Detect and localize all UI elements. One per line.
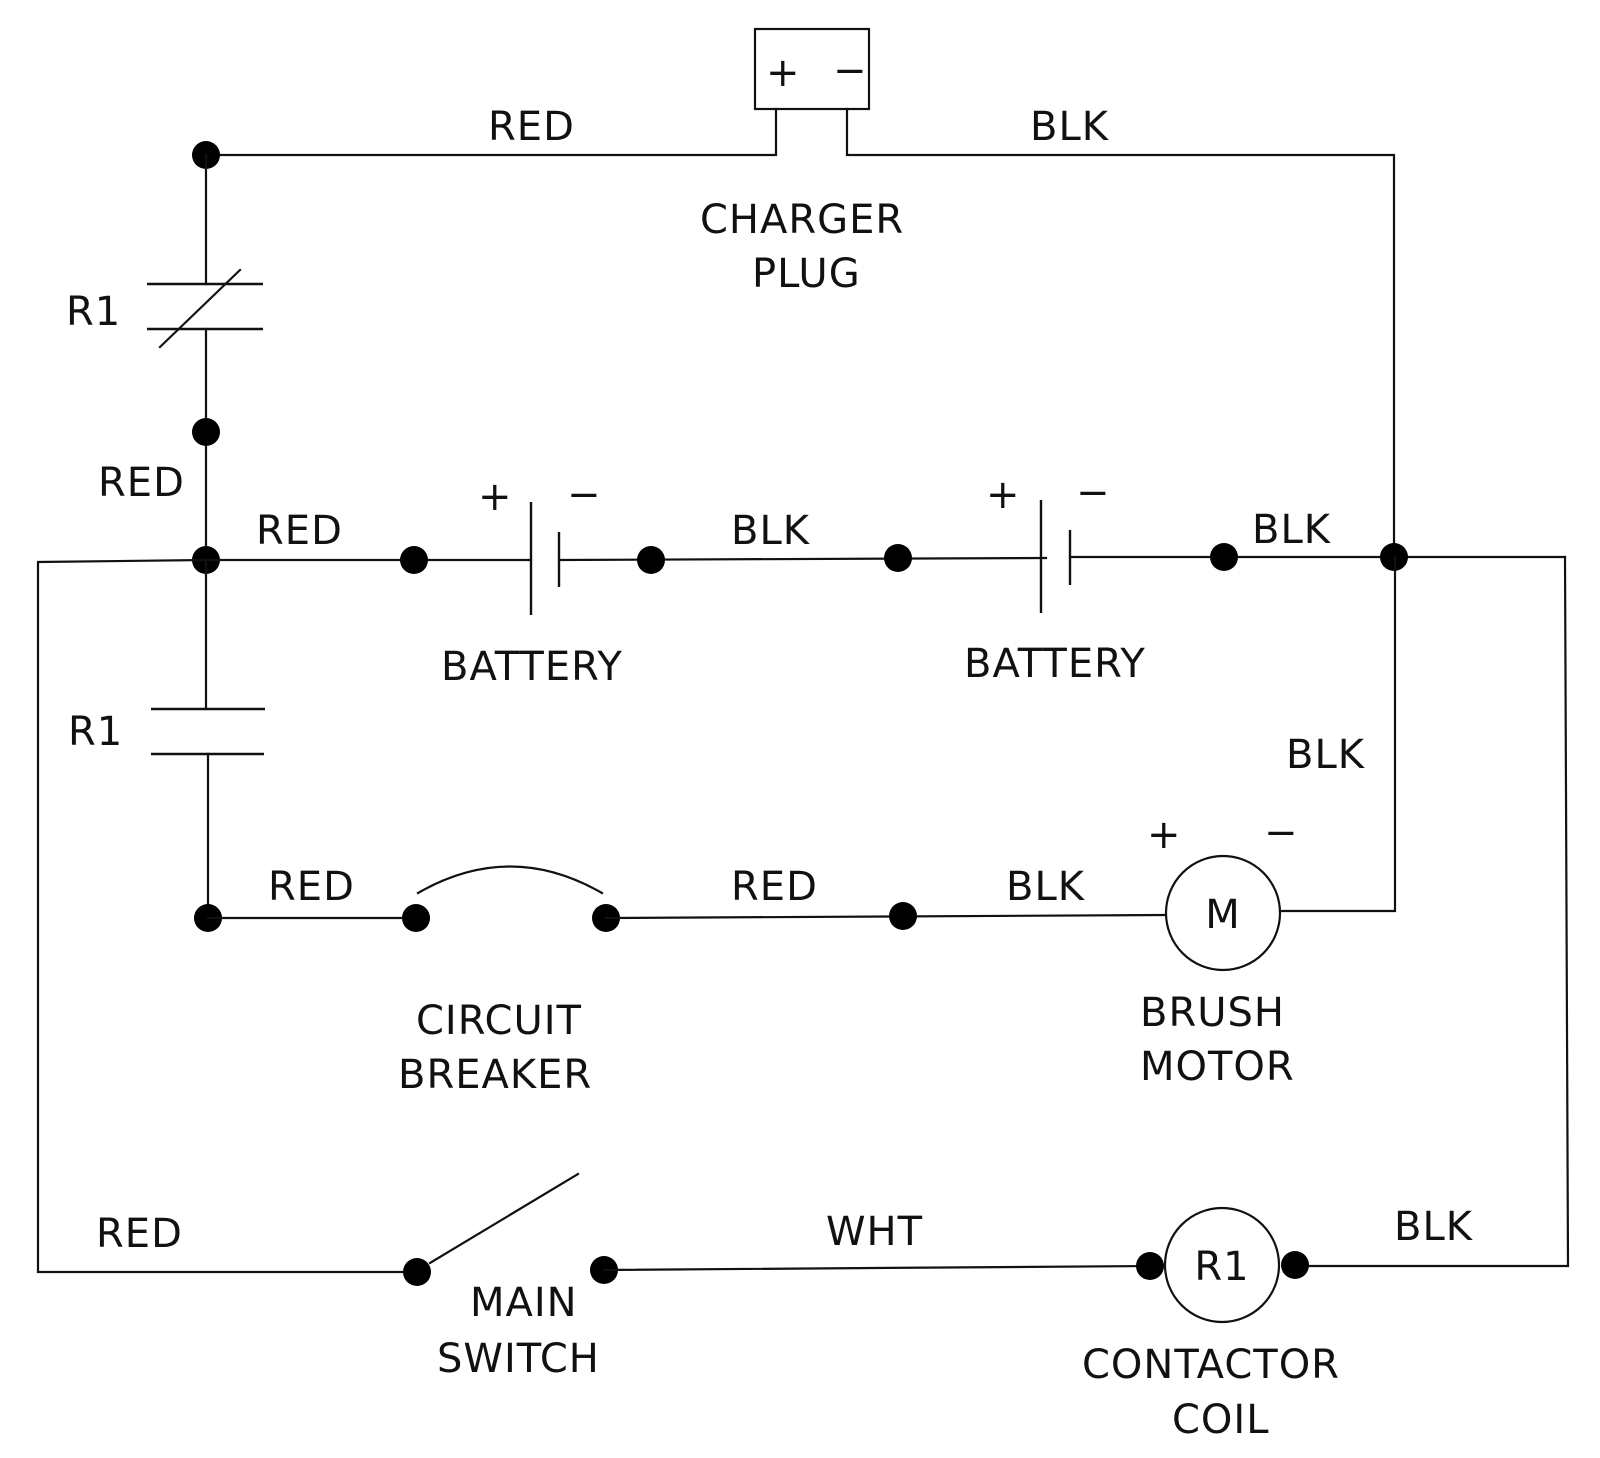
switch-terminal (403, 1258, 431, 1286)
charger-plug-label-line2: PLUG (752, 251, 861, 297)
wire-label-to-motor: BLK (1006, 864, 1086, 910)
wire-label-to-breaker: RED (268, 864, 355, 910)
wire-switch-to-coil (602, 1264, 1152, 1272)
battery-2-plus-symbol: + (986, 472, 1020, 518)
battery-2-minus-symbol: − (1076, 470, 1110, 516)
wire-charger-positive (204, 107, 778, 157)
wire-breaker-to-motor (604, 913, 1167, 920)
charger-plug: + − CHARGER PLUG (700, 27, 904, 297)
main-switch-label-line1: MAIN (470, 1280, 578, 1326)
terminal-node (889, 902, 917, 930)
wire-left-loop (36, 558, 422, 1274)
brush-motor: M + − BRUSH MOTOR (1140, 810, 1298, 1090)
battery-2-label: BATTERY (964, 641, 1146, 687)
battery-1-plus-symbol: + (478, 474, 512, 520)
r1-nc-label: R1 (66, 289, 121, 335)
r1-no-label: R1 (68, 709, 123, 755)
charger-plus-symbol: + (766, 50, 800, 96)
wire-motor-return (1278, 555, 1397, 913)
charger-plug-label-line1: CHARGER (700, 197, 904, 243)
wire-label-charger-pos: RED (488, 104, 575, 150)
contactor-coil-label-line2: COIL (1172, 1397, 1270, 1443)
terminal-node (1210, 543, 1238, 571)
r1-normally-open-contact: R1 (68, 707, 265, 756)
motor-symbol: M (1205, 892, 1241, 938)
coil-circle (1163, 1206, 1281, 1324)
brush-motor-label-line1: BRUSH (1140, 990, 1285, 1036)
motor-plus-symbol: + (1147, 812, 1181, 858)
wire-label-coil-out: BLK (1394, 1204, 1474, 1250)
wire-label-breaker-out: RED (731, 864, 818, 910)
battery-2: + − BATTERY (964, 470, 1146, 687)
main-switch-label-line2: SWITCH (437, 1336, 600, 1382)
battery-1-minus-symbol: − (567, 472, 601, 518)
wire-label-battery-2-out: BLK (1252, 507, 1332, 553)
wire-right-loop (1298, 555, 1570, 1268)
wire-label-between-batteries: BLK (731, 508, 811, 554)
battery-1-label: BATTERY (441, 644, 623, 690)
motor-minus-symbol: − (1264, 810, 1298, 856)
contactor-coil-label-line1: CONTACTOR (1082, 1342, 1340, 1388)
r1-normally-closed-contact: R1 (66, 268, 263, 349)
contact-slash (158, 268, 242, 349)
main-switch: MAIN SWITCH (403, 1172, 618, 1382)
wire-label-right-vertical: BLK (1286, 732, 1366, 778)
terminal-node (637, 546, 665, 574)
contactor-coil: R1 CONTACTOR COIL (1082, 1206, 1340, 1443)
circuit-breaker: CIRCUIT BREAKER (398, 865, 620, 1098)
wire-label-to-battery-1: RED (256, 508, 343, 554)
brush-motor-label-line2: MOTOR (1140, 1044, 1295, 1090)
wire-between-batteries (557, 556, 1048, 562)
charger-minus-symbol: − (833, 48, 867, 94)
battery-1: + − BATTERY (441, 472, 623, 690)
coil-terminal (1281, 1251, 1309, 1279)
coil-symbol: R1 (1194, 1244, 1249, 1290)
wire-label-charger-neg: BLK (1030, 104, 1110, 150)
breaker-terminal (402, 904, 430, 932)
terminal-node (884, 544, 912, 572)
motor-circle (1164, 854, 1282, 972)
coil-terminal (1136, 1252, 1164, 1280)
wire-label-switch-to-coil: WHT (826, 1209, 923, 1255)
terminal-node (400, 546, 428, 574)
circuit-breaker-label-line1: CIRCUIT (416, 998, 582, 1044)
wire-label-left-vertical: RED (98, 460, 185, 506)
breaker-arc (416, 865, 604, 895)
junction-node (192, 418, 220, 446)
wire-charger-negative (845, 107, 1396, 559)
circuit-breaker-label-line2: BREAKER (398, 1052, 592, 1098)
wire-label-switch-in: RED (96, 1211, 183, 1257)
switch-blade (428, 1172, 580, 1265)
charger-plug-body (753, 27, 871, 111)
